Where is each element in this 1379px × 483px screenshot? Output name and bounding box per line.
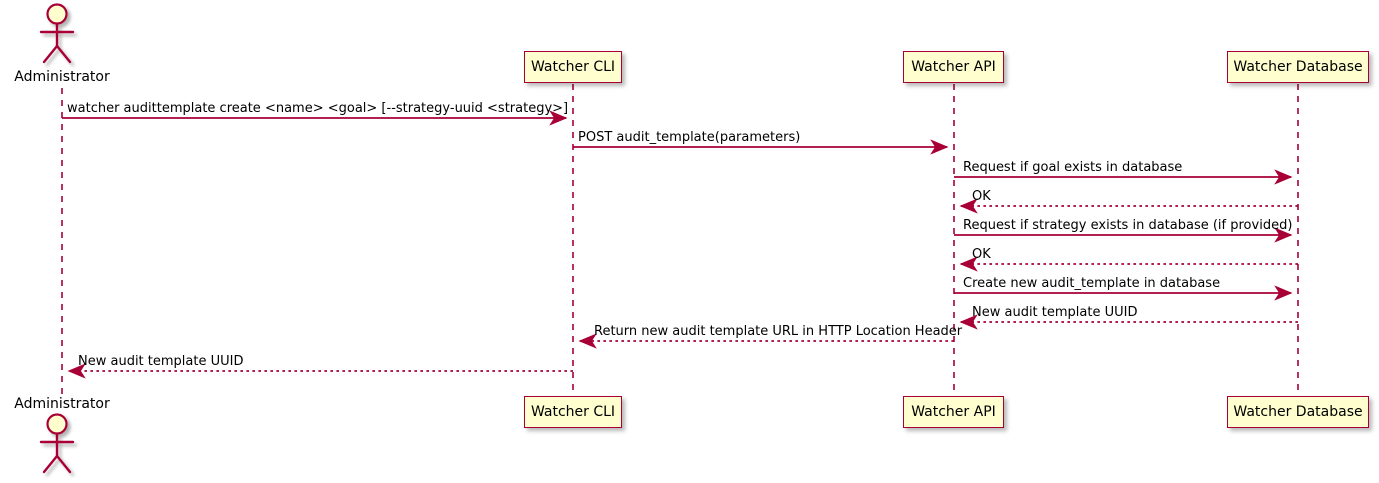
participant-label: Watcher CLI <box>530 59 616 75</box>
participant-box-watcher-api-bottom[interactable]: Watcher API <box>903 396 1004 428</box>
lifelines <box>61 84 1299 397</box>
message-label-5: Request if strategy exists in database (… <box>963 218 1293 233</box>
message-label-7: Create new audit_template in database <box>963 276 1221 291</box>
participant-label: Watcher CLI <box>530 404 616 420</box>
actor-administrator-bottom <box>39 413 75 474</box>
actor-label-text: Administrator <box>14 69 110 85</box>
message-label-8: New audit template UUID <box>972 305 1138 320</box>
actor-label-administrator-top: Administrator <box>0 69 124 85</box>
participant-box-watcher-api-top[interactable]: Watcher API <box>903 51 1004 83</box>
participant-label: Watcher API <box>911 404 996 420</box>
participant-label: Watcher API <box>911 59 996 75</box>
participant-box-watcher-db-bottom[interactable]: Watcher Database <box>1227 396 1369 428</box>
message-label-1: watcher audittemplate create <name> <goa… <box>67 101 569 116</box>
actor-administrator-top <box>39 3 75 64</box>
message-label-4: OK <box>972 189 991 204</box>
actor-label-administrator-bottom: Administrator <box>0 396 124 412</box>
participant-box-watcher-cli-top[interactable]: Watcher CLI <box>524 51 622 83</box>
message-arrows <box>62 110 1298 379</box>
message-label-3: Request if goal exists in database <box>963 160 1183 175</box>
message-label-2: POST audit_template(parameters) <box>578 130 801 145</box>
participant-label: Watcher Database <box>1233 59 1363 75</box>
message-label-6: OK <box>972 247 991 262</box>
participant-box-watcher-cli-bottom[interactable]: Watcher CLI <box>524 396 622 428</box>
message-label-10: New audit template UUID <box>78 354 244 369</box>
actor-label-text: Administrator <box>14 396 110 412</box>
participant-label: Watcher Database <box>1233 404 1363 420</box>
participant-box-watcher-db-top[interactable]: Watcher Database <box>1227 51 1369 83</box>
message-label-9: Return new audit template URL in HTTP Lo… <box>594 324 963 339</box>
